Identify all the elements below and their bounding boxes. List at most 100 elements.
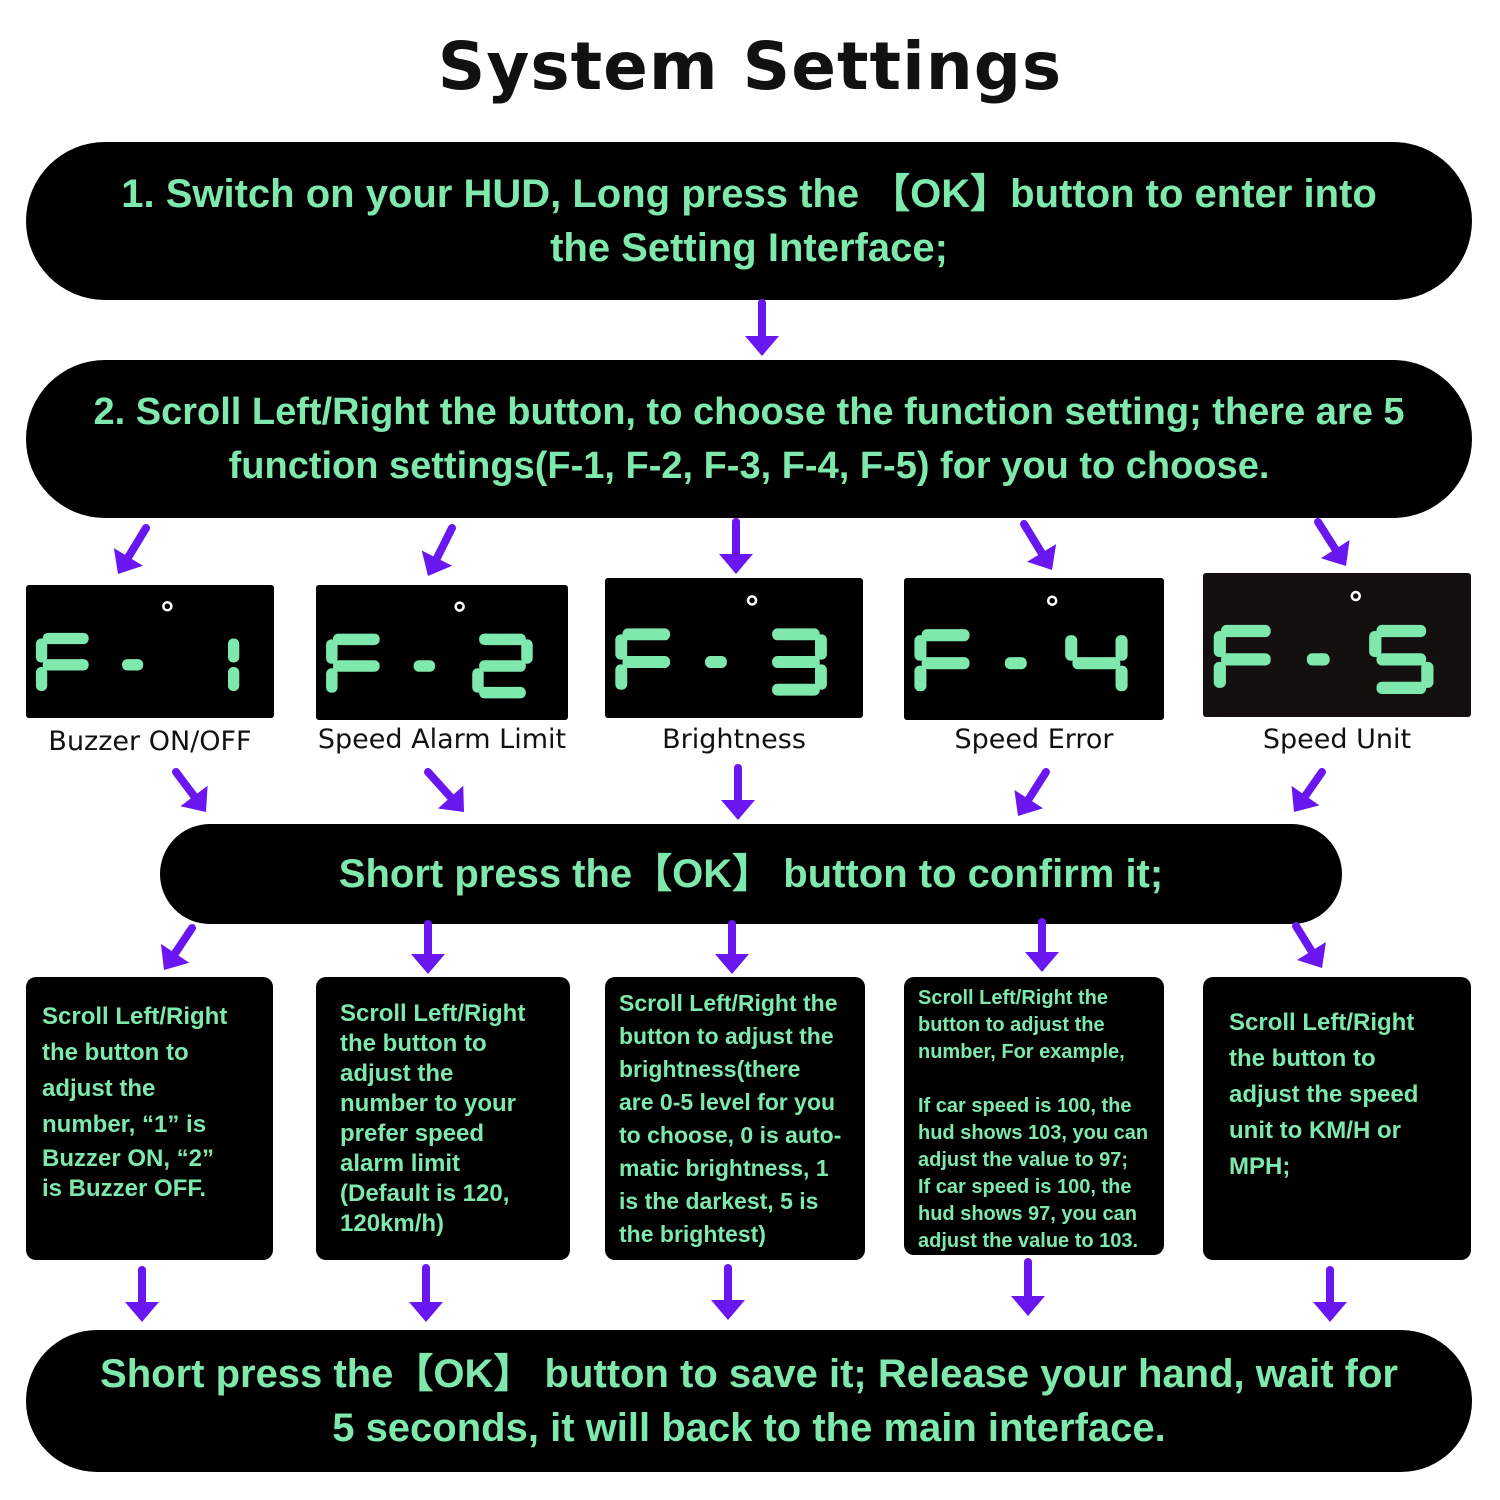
flow-arrow [745, 299, 779, 356]
detail-line: the button to [340, 1030, 487, 1057]
detail-line: is Buzzer OFF. [42, 1175, 207, 1202]
detail-line: button to adjust the [619, 1023, 834, 1049]
segment [921, 629, 970, 642]
detail-line: MPH; [1229, 1153, 1291, 1180]
brightness-dot-icon [746, 595, 758, 606]
flow-arrow [1014, 768, 1050, 816]
segment [35, 638, 48, 663]
segment [772, 656, 820, 668]
f3-label: Brightness [662, 724, 806, 755]
function-code-3 [615, 595, 827, 696]
segment [1072, 657, 1121, 670]
detail-line: adjust the speed [1229, 1081, 1419, 1108]
confirm-panel: Short press the【OK】 button to confirm it… [160, 824, 1342, 924]
brightness-dot-icon [1046, 595, 1058, 606]
segment [914, 635, 927, 661]
detail-line: Scroll Left/Right the [619, 990, 838, 1016]
brightness-dot-icon [454, 601, 465, 612]
segment [1221, 624, 1271, 638]
segment [42, 632, 89, 645]
flow-arrow [1314, 518, 1350, 566]
segment [326, 668, 338, 693]
f5-detail-box: Scroll Left/Right the button to adjust t… [1203, 977, 1471, 1260]
page-title: System Settings [437, 28, 1063, 105]
f2-display [316, 585, 568, 720]
f2-detail-box: Scroll Left/Right the button to adjust t… [316, 977, 570, 1260]
f4-display [904, 578, 1164, 720]
detail-line: is the darkest, 5 is [619, 1188, 819, 1214]
detail-line: adjust the value to 103. [918, 1230, 1139, 1252]
f1-display [26, 585, 274, 718]
segment [622, 656, 671, 668]
segment [615, 664, 628, 690]
function-code-2 [326, 601, 533, 699]
f1-label: Buzzer ON/OFF [48, 726, 252, 757]
function-code-5 [1213, 590, 1434, 694]
flow-arrow [160, 924, 196, 970]
flow-arrow [172, 768, 208, 812]
detail-line: (Default is 120, [340, 1180, 510, 1207]
segment [814, 664, 827, 690]
f4-label: Speed Error [954, 724, 1114, 755]
step-2-panel: 2. Scroll Left/Right the button, to choo… [26, 360, 1472, 518]
f5-display [1203, 573, 1471, 717]
segment [1376, 681, 1427, 694]
segment [227, 667, 240, 692]
segment [1004, 657, 1027, 670]
detail-line: to choose, 0 is auto- [619, 1122, 842, 1148]
brightness-dot-icon [1350, 590, 1362, 602]
flow-arrow [409, 1264, 443, 1322]
segment [42, 659, 89, 671]
segment [1213, 661, 1226, 688]
segment [1369, 630, 1382, 657]
detail-line: the button to [1229, 1045, 1376, 1072]
flow-arrow [1025, 918, 1059, 972]
step-1-line-2: the Setting Interface; [550, 226, 948, 270]
segment [332, 633, 380, 646]
flow-arrow [719, 518, 753, 574]
detail-line: are 0-5 level for you [619, 1089, 836, 1115]
segment [472, 668, 484, 693]
segment [622, 628, 671, 641]
f3-detail-box: Scroll Left/Right the button to adjust t… [605, 977, 865, 1260]
segment [1065, 635, 1078, 661]
segment [326, 639, 338, 664]
detail-line: the button to [42, 1039, 189, 1066]
segment [772, 628, 820, 641]
segment [1115, 635, 1128, 661]
detail-line: adjust the [42, 1075, 156, 1102]
flow-arrow [421, 524, 456, 576]
segment [479, 660, 526, 672]
detail-line: button to adjust the [918, 1014, 1105, 1036]
detail-line: the brightest) [619, 1221, 766, 1247]
segment [615, 634, 628, 660]
segment [1115, 665, 1128, 692]
f1-detail-box: Scroll Left/Right the button to adjust t… [26, 977, 273, 1260]
segment [413, 660, 436, 672]
segment [1213, 630, 1226, 657]
f3-display [605, 578, 863, 718]
detail-line: If car speed is 100, the [918, 1176, 1132, 1198]
flow-arrow [1291, 768, 1326, 812]
detail-line: Scroll Left/Right [340, 1000, 526, 1027]
detail-line: 120km/h) [340, 1210, 445, 1237]
segment [1376, 624, 1427, 638]
segment [772, 683, 820, 696]
segment [479, 686, 526, 699]
step-2-line-1: 2. Scroll Left/Right the button, to choo… [93, 391, 1405, 433]
save-panel: Short press the【OK】 button to save it; R… [26, 1330, 1472, 1472]
flow-arrow [711, 1264, 745, 1320]
f5-label: Speed Unit [1262, 724, 1412, 755]
detail-line: adjust the [340, 1060, 454, 1087]
segment [1376, 653, 1427, 666]
flow-arrow [1011, 1258, 1045, 1316]
detail-line: If car speed is 100, the [918, 1095, 1132, 1117]
function-code-1 [35, 601, 240, 692]
segment [921, 657, 970, 670]
detail-line: prefer speed [340, 1120, 485, 1147]
save-line-1: Short press the【OK】 button to save it; R… [100, 1352, 1398, 1396]
segment [1221, 653, 1271, 666]
flow-arrow [424, 768, 464, 812]
detail-line: hud shows 97, you can [918, 1203, 1137, 1225]
